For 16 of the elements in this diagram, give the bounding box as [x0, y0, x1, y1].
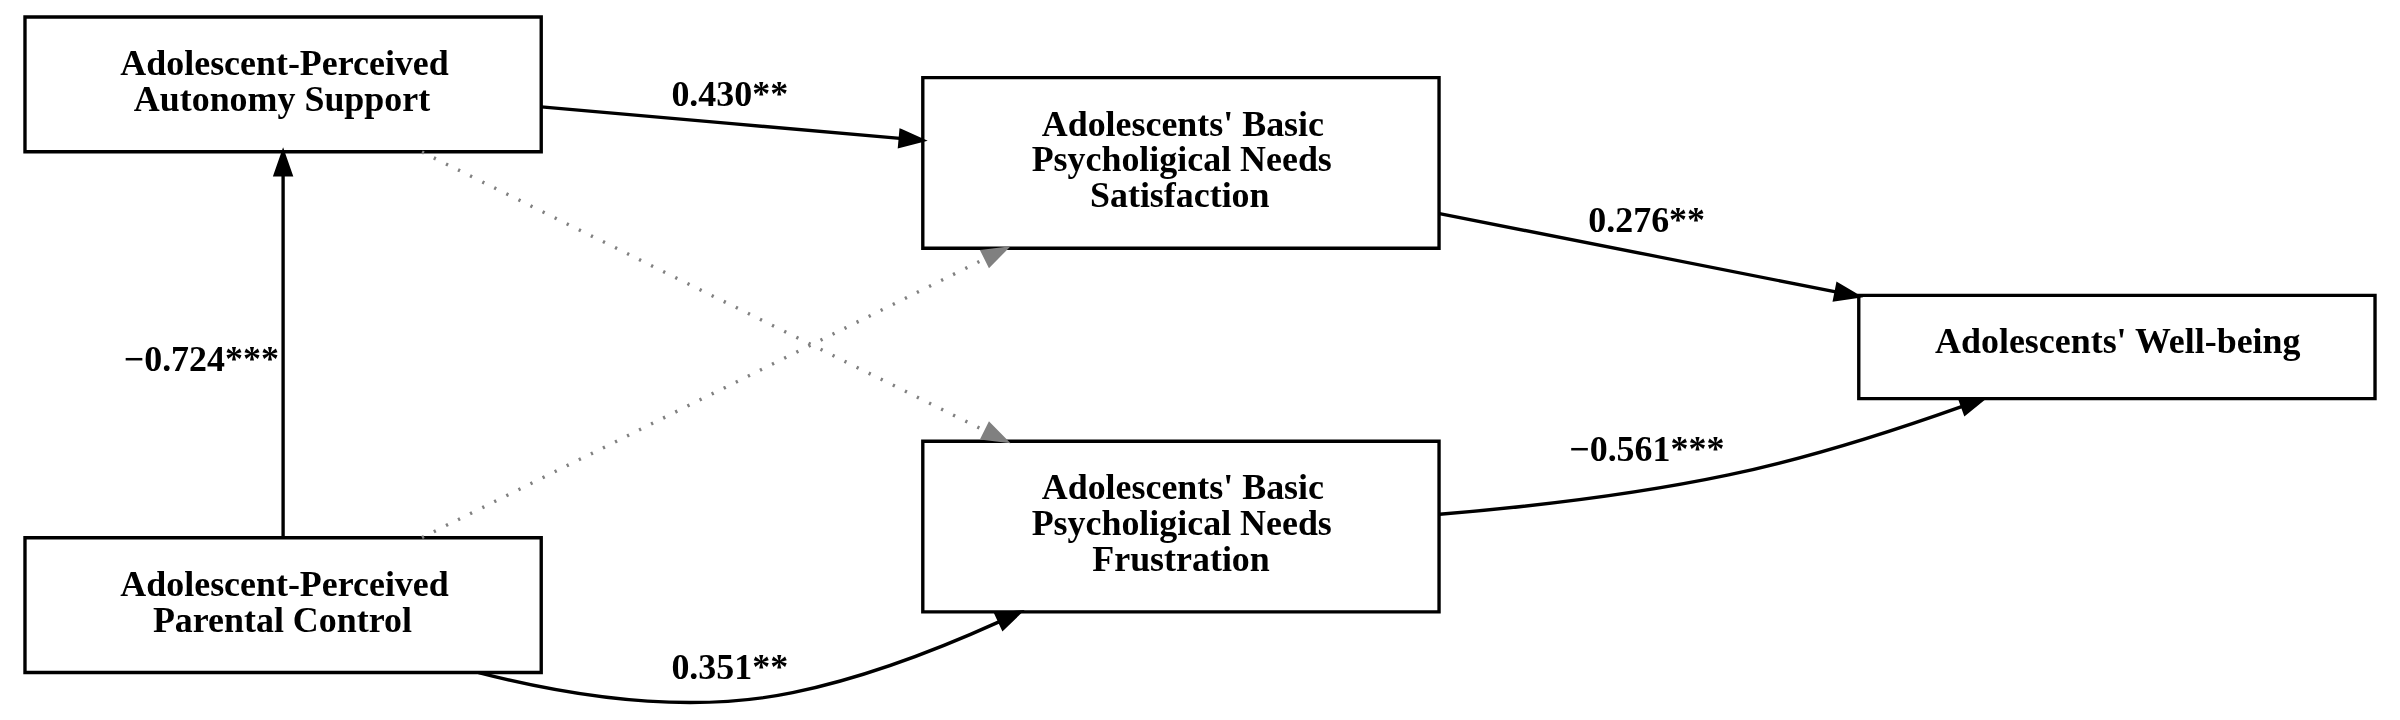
edge-label: 0.351**	[671, 646, 789, 687]
arrow	[421, 150, 1011, 444]
arrow	[478, 609, 1025, 704]
edge-label: 0.276**	[1588, 200, 1706, 241]
arrow	[421, 246, 1011, 539]
node-box: Adolescent-Perceived Parental Control	[23, 536, 543, 675]
edge-label: −0.724***	[123, 339, 279, 380]
node-box: Adolescents' Basic Psycholigical Needs Frustration	[921, 439, 1441, 614]
arrow	[541, 105, 928, 149]
node-box: Adolescent-Perceived Autonomy Support	[23, 15, 543, 154]
arrow	[272, 147, 294, 537]
edge-label: 0.430**	[671, 74, 789, 115]
edge-label: −0.561***	[1569, 429, 1725, 470]
node-box: Adolescents' Basic Psycholigical Needs Satisfaction	[921, 75, 1441, 250]
arrow	[1439, 211, 1864, 302]
node-box: Adolescents' Well-being	[1857, 293, 2377, 401]
